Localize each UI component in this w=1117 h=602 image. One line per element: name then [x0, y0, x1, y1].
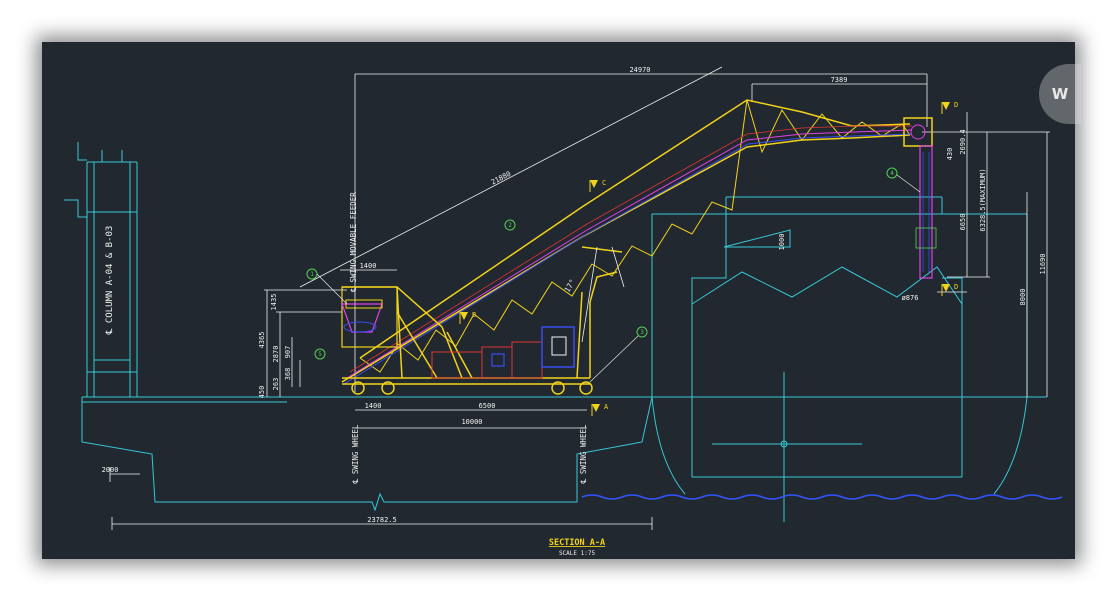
svg-text:D: D: [954, 101, 958, 109]
section-marker-b: B: [459, 311, 476, 324]
dim-1435: 1435: [270, 294, 278, 311]
dim-876: ø876: [902, 294, 919, 302]
callout-2: 2: [504, 219, 516, 231]
svg-text:3: 3: [640, 329, 644, 336]
svg-text:4: 4: [890, 170, 894, 177]
section-title: SECTION A-A: [549, 538, 605, 548]
svg-text:C: C: [602, 179, 606, 187]
section-marker-a: A: [591, 403, 609, 416]
ship-hull: [651, 196, 1028, 522]
dim-368: 368: [284, 368, 292, 381]
dim-7389: 7389: [831, 76, 848, 84]
section-scale: SCALE 1:75: [559, 550, 596, 557]
dim-1400-top: 1400: [360, 262, 377, 270]
section-marker-c: C: [589, 179, 606, 192]
dim-10000: 10000: [461, 418, 482, 426]
callout-4: 4: [886, 167, 921, 193]
dim-24970: 24970: [629, 66, 650, 74]
callout-3: 3: [589, 326, 648, 383]
feeder-hopper: [341, 299, 383, 333]
dim-21880: 21880: [490, 170, 512, 187]
section-markers: C B D D A: [459, 101, 958, 416]
dim-6328-5: 6328.5(MAXIMUM): [979, 168, 987, 231]
section-marker-d-bottom: D: [941, 283, 958, 296]
dim-263: 263: [272, 378, 280, 391]
dim-6500: 6500: [479, 402, 496, 410]
title-block: SECTION A-A SCALE 1:75: [549, 538, 605, 557]
dimension-text-group: 24970 7389 21880 1400 1435 4365 2870 907…: [102, 66, 1047, 524]
dim-1000: 1000: [778, 234, 786, 251]
dim-8000: 8000: [1019, 289, 1027, 306]
callouts: 1 2 3 4 5: [306, 167, 921, 383]
label-swing-feeder: ℄ SWING MOVABLE FEEDER: [349, 192, 358, 293]
dim-2000: 2000: [102, 466, 119, 474]
dim-430: 430: [946, 148, 954, 161]
dim-23782-5: 23782.5: [367, 516, 397, 524]
svg-text:2: 2: [508, 222, 512, 229]
dim-1400-bottom: 1400: [365, 402, 382, 410]
carriage-frame: [341, 246, 625, 385]
cad-drawing-viewport: W: [42, 42, 1081, 559]
watermark-tab: W: [1039, 64, 1081, 124]
callout-1: 1: [306, 268, 348, 305]
dim-6650: 6650: [959, 214, 967, 231]
centerline-labels: ℄ SWING MOVABLE FEEDER ℄ SWING WHEEL ℄ S…: [105, 192, 588, 485]
foundation-outline: [81, 396, 1047, 512]
svg-text:A: A: [604, 403, 609, 411]
svg-text:B: B: [472, 311, 476, 319]
label-swing-wheel-left: ℄ SWING WHEEL: [351, 424, 360, 484]
conveyor-truss: [341, 99, 937, 385]
svg-text:5: 5: [318, 351, 322, 358]
section-marker-d-top: D: [941, 101, 958, 114]
label-column-ref: ℄ COLUMN A-04 & B-03: [105, 226, 115, 336]
watermark-glyph: W: [1051, 85, 1069, 103]
dim-2690-4: 2690.4: [959, 129, 967, 154]
section-a-a-drawing: 24970 7389 21880 1400 1435 4365 2870 907…: [64, 66, 1063, 557]
water-line: [581, 494, 1063, 500]
dim-2870: 2870: [272, 346, 280, 363]
carriage-wheels: [351, 381, 593, 395]
svg-text:D: D: [954, 283, 958, 291]
dim-907: 907: [284, 346, 292, 359]
label-swing-wheel-right: ℄ SWING WHEEL: [579, 424, 588, 484]
dim-11690: 11690: [1039, 253, 1047, 274]
dim-4365: 4365: [258, 332, 266, 349]
dim-450: 450: [258, 386, 266, 399]
svg-text:1: 1: [310, 271, 314, 278]
drive-unit: [431, 326, 575, 379]
callout-5: 5: [314, 348, 326, 360]
building-column: [64, 142, 138, 397]
